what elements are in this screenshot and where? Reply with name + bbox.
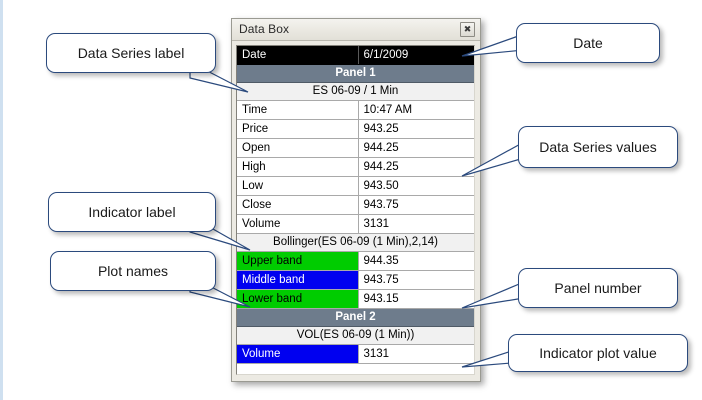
callout-tail-panel-number: [461, 281, 525, 309]
panel-header-label: Panel 2: [237, 308, 474, 327]
indicator-label: Bollinger(ES 06-09 (1 Min),2,14): [237, 233, 474, 252]
callout-data-series-values: Data Series values: [518, 126, 678, 168]
callout-data-series-label: Data Series label: [46, 33, 216, 73]
indicator-header-row: Bollinger(ES 06-09 (1 Min),2,14): [237, 233, 474, 252]
callout-data-series-values-text: Data Series values: [539, 139, 657, 155]
indicator-header-row: VOL(ES 06-09 (1 Min)): [237, 326, 474, 345]
data-field-label: Close: [237, 195, 359, 215]
close-icon[interactable]: ✖: [460, 22, 475, 37]
data-field-value: 3131: [358, 214, 474, 234]
data-field-value: 944.25: [358, 138, 474, 158]
plot-name: Upper band: [237, 251, 359, 271]
data-field-label: Price: [237, 119, 359, 139]
callout-indicator-label-text: Indicator label: [88, 204, 176, 220]
data-field-value: 943.50: [358, 176, 474, 196]
plot-value: 944.35: [358, 251, 474, 271]
callout-indicator-plot-value: Indicator plot value: [508, 334, 688, 372]
window-titlebar[interactable]: Data Box ✖: [232, 19, 480, 41]
callout-indicator-label: Indicator label: [48, 192, 216, 232]
callout-plot-names-text: Plot names: [97, 263, 169, 279]
callout-panel-number: Panel number: [518, 268, 678, 308]
window-title: Data Box: [239, 22, 290, 36]
callout-tail-data-series-values: [461, 140, 525, 177]
callout-date: Date: [516, 23, 660, 63]
data-field-label: Volume: [237, 214, 359, 234]
plot-name: Volume: [237, 344, 359, 364]
callout-tail-date: [461, 33, 525, 57]
panel-header-label: Panel 1: [237, 64, 474, 83]
callout-plot-names: Plot names: [50, 251, 216, 291]
plot-name: Lower band: [237, 289, 359, 309]
panel-header-row: Panel 1: [237, 64, 474, 83]
callout-data-series-label-text: Data Series label: [77, 45, 185, 61]
callout-date-text: Date: [573, 35, 603, 51]
data-field-label: Open: [237, 138, 359, 158]
data-field-value: 943.75: [358, 195, 474, 215]
plot-value: 943.75: [358, 270, 474, 290]
data-field-label: Time: [237, 100, 359, 120]
series-header-row: ES 06-09 / 1 Min: [237, 82, 474, 101]
indicator-label: VOL(ES 06-09 (1 Min)): [237, 326, 474, 345]
callout-panel-number-text: Panel number: [554, 280, 642, 296]
panel-header-row: Panel 2: [237, 308, 474, 327]
data-field-value: 944.25: [358, 157, 474, 177]
data-field-value: 10:47 AM: [358, 100, 474, 120]
date-value: 6/1/2009: [358, 46, 474, 65]
callout-indicator-plot-value-text: Indicator plot value: [539, 345, 657, 361]
plot-value: 3131: [358, 344, 474, 364]
series-label: ES 06-09 / 1 Min: [237, 82, 474, 101]
plot-name: Middle band: [237, 270, 359, 290]
plot-value: 943.15: [358, 289, 474, 309]
data-field-value: 943.25: [358, 119, 474, 139]
data-field-label: Low: [237, 176, 359, 196]
date-label: Date: [237, 46, 359, 65]
data-field-label: High: [237, 157, 359, 177]
left-edge-strip: [0, 0, 3, 400]
